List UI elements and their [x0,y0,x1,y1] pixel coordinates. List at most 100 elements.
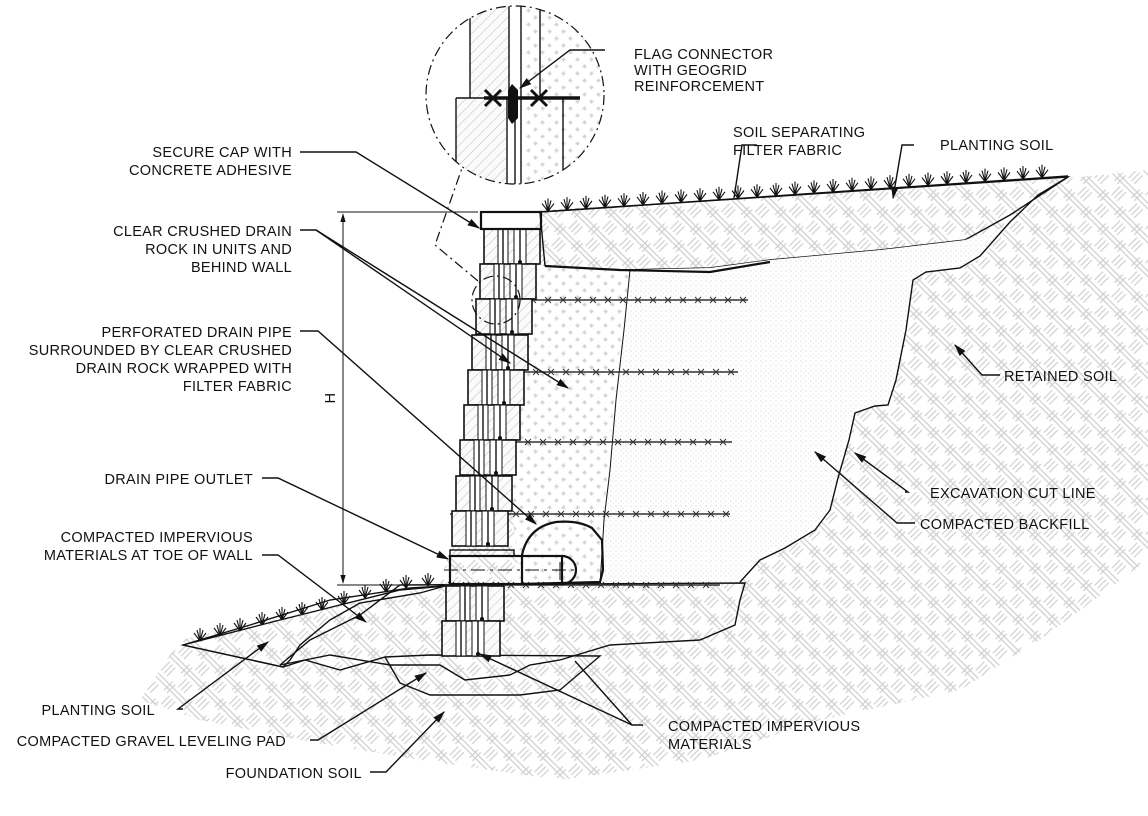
wall-block [441,620,501,657]
grass-tuft-icon [541,198,555,212]
grass-tuft-icon [807,180,821,194]
grass-tuft-icon [712,186,726,201]
svg-text:PLANTING SOIL: PLANTING SOIL [42,703,156,719]
grass-tuft-icon [636,191,650,206]
grass-tuft-icon [255,612,269,626]
svg-text:WITH GEOGRID: WITH GEOGRID [634,63,747,79]
grass-tuft-icon [598,194,612,208]
wall-block [459,439,517,476]
grass-tuft-icon [978,168,992,182]
svg-text:SECURE CAP WITH: SECURE CAP WITH [152,145,292,161]
grass-tuft-icon [1035,164,1049,179]
svg-text:SURROUNDED BY CLEAR CRUSHED: SURROUNDED BY CLEAR CRUSHED [29,343,292,359]
grass-tuft-icon [295,602,309,616]
ground-line-bottom [182,644,386,671]
grass-tuft-icon [560,197,574,211]
toe-block-over-pipe [449,549,515,557]
svg-text:COMPACTED IMPERVIOUS: COMPACTED IMPERVIOUS [668,719,860,735]
label-retained-soil: RETAINED SOIL [1004,369,1117,385]
grass-tuft-icon [902,173,916,188]
wall-cap-block [479,210,543,231]
wall-block [451,510,509,547]
label-flag-connector: FLAG CONNECTOR WITH GEOGRID REINFORCEMEN… [634,47,773,95]
grass-tuft-icon [788,181,802,195]
label-compacted-impervious: COMPACTED IMPERVIOUS MATERIALS [668,719,860,753]
svg-text:COMPACTED BACKFILL: COMPACTED BACKFILL [920,517,1090,533]
grass-tuft-icon [233,618,247,632]
label-secure-cap: SECURE CAP WITH CONCRETE ADHESIVE [129,145,292,179]
compacted-impervious-region [279,582,746,681]
drain-rock-region [500,260,630,585]
label-compacted-toe: COMPACTED IMPERVIOUS MATERIALS AT TOE OF… [44,530,253,564]
svg-text:FOUNDATION SOIL: FOUNDATION SOIL [226,766,362,782]
svg-text:BEHIND WALL: BEHIND WALL [191,260,292,276]
wall-block [479,263,537,300]
label-perforated-pipe: PERFORATED DRAIN PIPE SURROUNDED BY CLEA… [29,325,292,395]
wall-block [445,585,505,622]
svg-text:DRAIN PIPE OUTLET: DRAIN PIPE OUTLET [104,472,253,488]
filter-fabric-line [544,260,771,274]
svg-text:REINFORCEMENT: REINFORCEMENT [634,79,764,95]
label-soil-separating: SOIL SEPARATING FILTER FABRIC [733,125,865,159]
svg-text:FILTER FABRIC: FILTER FABRIC [183,379,292,395]
svg-text:COMPACTED IMPERVIOUS: COMPACTED IMPERVIOUS [61,530,253,546]
grass-tuft-icon [997,167,1011,181]
svg-text:COMPACTED GRAVEL LEVELING PAD: COMPACTED GRAVEL LEVELING PAD [17,734,286,750]
label-excavation-cut: EXCAVATION CUT LINE [930,486,1096,502]
excavation-cut-line [739,176,1069,583]
retaining-wall-blocks [441,228,541,657]
grass-tuft-icon [674,189,688,203]
grass-top [541,164,1049,212]
svg-text:MATERIALS AT TOE OF WALL: MATERIALS AT TOE OF WALL [44,548,253,564]
label-compacted-gravel: COMPACTED GRAVEL LEVELING PAD [17,734,286,750]
grass-tuft-icon [769,182,783,197]
drain-rock-wrap [520,520,605,586]
wall-block [475,298,533,335]
grass-tuft-icon [655,190,669,205]
grass-tuft-icon [693,188,707,202]
svg-text:PERFORATED DRAIN PIPE: PERFORATED DRAIN PIPE [101,325,292,341]
flag-connector-glyph [508,84,518,124]
planting-soil-bottom-region [180,585,446,668]
wall-block [483,228,541,265]
grass-tuft-icon [1016,166,1030,180]
drain-pipe-end [561,554,578,586]
compacted-backfill-region [545,226,1008,585]
leader-lines [175,49,1000,773]
grass-tuft-icon [845,177,859,192]
svg-text:PLANTING SOIL: PLANTING SOIL [940,138,1054,154]
grass-tuft-icon [213,623,227,637]
grass-tuft-icon [750,184,764,198]
svg-text:FILTER FABRIC: FILTER FABRIC [733,143,842,159]
wall-block [455,475,513,512]
label-compacted-backfill: COMPACTED BACKFILL [920,517,1090,533]
svg-text:SOIL SEPARATING: SOIL SEPARATING [733,125,865,141]
label-planting-soil-top: PLANTING SOIL [940,138,1054,154]
grass-tuft-icon [579,195,593,210]
grass-tuft-icon [358,585,372,599]
ground-line-top [539,175,1069,213]
grass-bottom [193,573,435,642]
detail-callout-circle-small [471,275,521,325]
svg-text:FLAG CONNECTOR: FLAG CONNECTOR [634,47,773,63]
ground-line-toe [182,585,446,646]
grass-tuft-icon [959,169,973,184]
svg-text:EXCAVATION CUT LINE: EXCAVATION CUT LINE [930,486,1096,502]
detail-callout-leader [434,167,479,282]
label-drain-outlet: DRAIN PIPE OUTLET [104,472,253,488]
detail-magnified-circle [425,5,605,185]
grass-tuft-icon [337,591,351,605]
svg-text:CONCRETE ADHESIVE: CONCRETE ADHESIVE [129,163,292,179]
label-foundation-soil: FOUNDATION SOIL [226,766,362,782]
backfill-boundary-line [599,269,631,586]
grass-tuft-icon [826,179,840,193]
grass-tuft-icon [617,193,631,207]
svg-text:RETAINED SOIL: RETAINED SOIL [1004,369,1117,385]
grass-tuft-icon [883,175,897,189]
grass-tuft-icon [399,575,413,589]
svg-text:ROCK IN UNITS AND: ROCK IN UNITS AND [145,242,292,258]
grass-tuft-icon [193,628,207,642]
label-clear-crushed: CLEAR CRUSHED DRAIN ROCK IN UNITS AND BE… [113,224,292,276]
wall-block [463,404,521,441]
